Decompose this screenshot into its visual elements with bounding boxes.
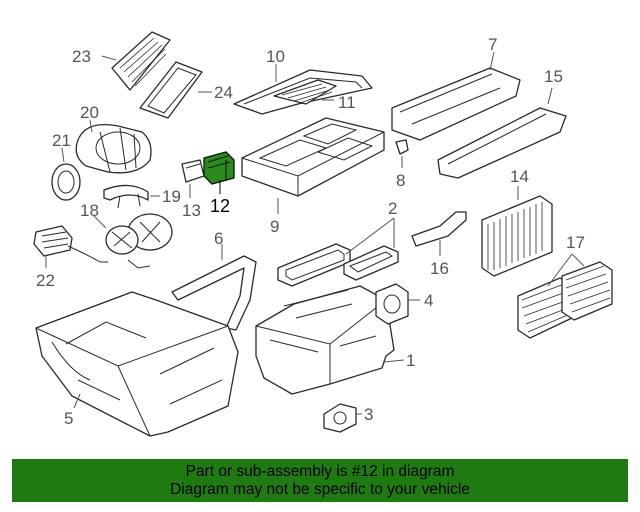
label-6: 6 [214,229,223,248]
label-9: 9 [270,217,279,236]
part-11-screen[interactable] [273,79,337,105]
label-21: 21 [52,131,71,150]
part-6-seal[interactable] [171,255,257,331]
leader-17b [571,253,585,267]
part-5-lower-case[interactable] [35,291,239,437]
part-13-box[interactable] [181,159,205,183]
part-18-blower-motor[interactable] [105,213,173,269]
label-1: 1 [406,351,415,370]
part-22-resistor[interactable] [33,225,108,263]
part-23-filter[interactable] [111,31,171,91]
leader-23 [101,55,117,61]
leader-15 [547,87,553,105]
banner-line-1: Part or sub-assembly is #12 in diagram [185,463,455,480]
label-14: 14 [510,167,529,186]
part-1-main-case[interactable] [255,285,395,395]
label-7: 7 [488,35,497,54]
leader-5 [73,393,81,409]
leader-7 [489,51,495,71]
info-banner: Part or sub-assembly is #12 in diagram D… [12,459,628,502]
label-17: 17 [566,233,585,252]
leader-21 [61,147,65,163]
part-9-housing[interactable] [241,117,385,197]
label-4: 4 [424,291,433,310]
label-24: 24 [214,83,233,102]
label-12: 12 [210,196,230,216]
leader-18 [93,215,107,229]
part-2-seal-small[interactable] [343,245,399,281]
part-16-hose[interactable] [411,211,467,247]
banner-line-2: Diagram may not be specific to your vehi… [170,481,470,498]
leader-20 [89,119,93,133]
part-3-actuator[interactable] [323,403,357,433]
label-20: 20 [80,103,99,122]
label-5: 5 [64,409,73,428]
label-18: 18 [80,201,99,220]
label-23: 23 [72,47,91,66]
label-3: 3 [364,405,373,424]
part-4-actuator[interactable] [375,283,409,325]
label-2: 2 [388,199,397,218]
part-17-evaporator[interactable] [517,261,613,339]
leader-2a [345,217,395,255]
part-15-duct[interactable] [437,107,567,179]
label-16: 16 [430,259,449,278]
part-24-frame[interactable] [139,61,203,119]
part-8-clip[interactable] [395,139,409,155]
part-21-ring[interactable] [51,163,81,201]
label-19: 19 [162,187,181,206]
leader-17a [547,253,573,287]
part-20-blower-housing[interactable] [75,123,152,174]
part-19-bracket[interactable] [103,184,149,209]
label-11: 11 [338,93,356,112]
label-8: 8 [396,171,405,190]
part-14-heater-core[interactable] [481,195,553,277]
label-15: 15 [544,67,563,86]
label-13: 13 [182,201,201,220]
label-22: 22 [36,271,55,290]
leader-1 [383,359,405,363]
label-10: 10 [266,47,285,66]
part-12-highlighted[interactable] [203,151,235,185]
part-2-seal-large[interactable] [277,243,351,287]
